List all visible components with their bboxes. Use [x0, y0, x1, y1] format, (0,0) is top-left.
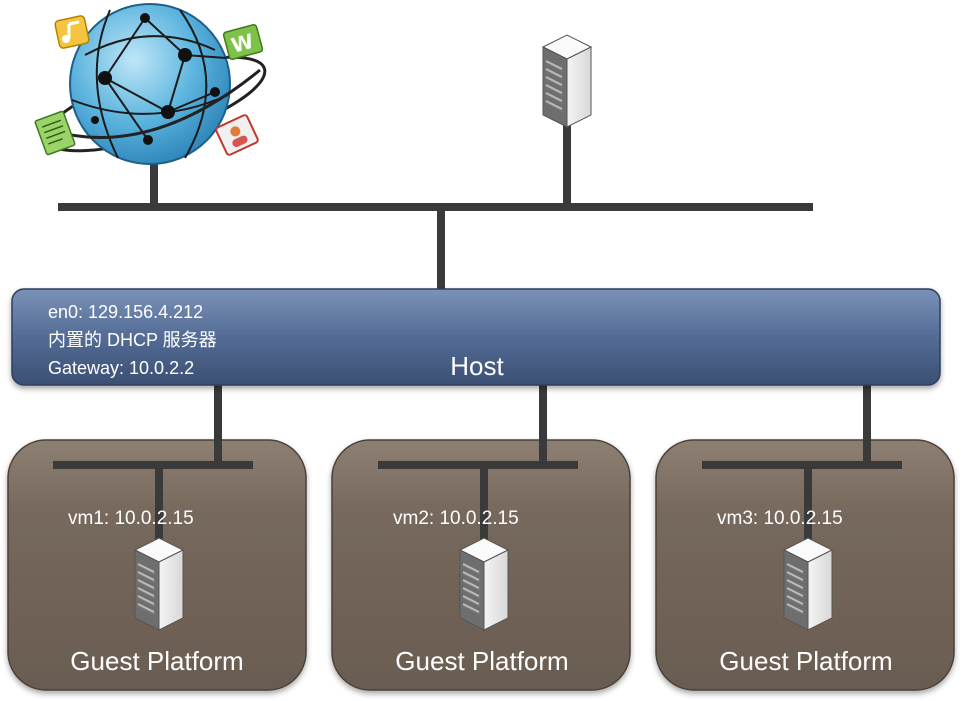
host-title: Host: [450, 351, 504, 381]
host-gateway-label: Gateway: 10.0.2.2: [48, 358, 194, 378]
guest-network-links: [53, 380, 902, 548]
network-server-icon: [542, 34, 592, 128]
host-interface-label: en0: 129.156.4.212: [48, 302, 203, 322]
guest-platform-label-3: Guest Platform: [719, 646, 892, 676]
word-document-icon: W: [222, 24, 264, 60]
host-bar: en0: 129.156.4.212 内置的 DHCP 服务器 Gateway:…: [11, 288, 941, 386]
contact-card-icon: [215, 114, 259, 156]
guest-platform-label-1: Guest Platform: [70, 646, 243, 676]
guest-platform-label-2: Guest Platform: [395, 646, 568, 676]
host-dhcp-label: 内置的 DHCP 服务器: [48, 330, 217, 350]
vm3-address-label: vm3: 10.0.2.15: [717, 508, 843, 529]
vm1-address-label: vm1: 10.0.2.15: [68, 508, 194, 529]
vm1-server-icon: [134, 537, 184, 631]
music-note-icon: [54, 15, 90, 49]
internet-globe-icon: W: [34, 3, 267, 165]
vm2-address-label: vm2: 10.0.2.15: [393, 508, 519, 529]
text-document-icon: [34, 110, 76, 156]
vm2-server-icon: [459, 537, 509, 631]
vm3-server-icon: [783, 537, 833, 631]
